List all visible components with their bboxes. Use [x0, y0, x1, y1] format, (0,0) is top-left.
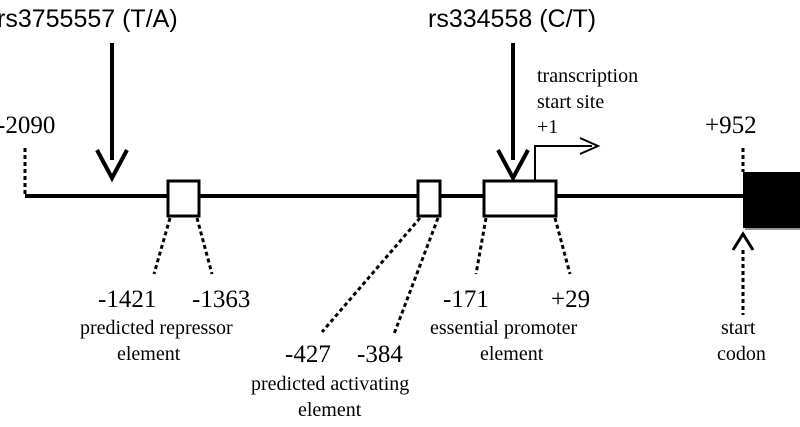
- repressor-label-line1: predicted repressor: [80, 317, 233, 339]
- activating-start-label: -427: [285, 341, 331, 368]
- promoter-element-box: [482, 179, 558, 218]
- coding-region-box: [743, 172, 800, 228]
- repressor-start-label: -1421: [98, 286, 156, 313]
- repressor-end-label: -1363: [192, 286, 250, 313]
- snp-left-label: rs3755557 (T/A): [0, 5, 178, 33]
- tss-label-line1: transcription: [537, 65, 638, 87]
- repressor-label-line2: element: [117, 343, 181, 365]
- snp-right-arrow: [496, 43, 530, 183]
- promoter-end-label: +29: [551, 286, 590, 313]
- activating-left-leader: [320, 217, 422, 333]
- promoter-start-label: -171: [443, 286, 489, 313]
- tss-label-line2: start site: [537, 91, 604, 113]
- upstream-end-label: -2090: [0, 112, 55, 139]
- activating-label-line2: element: [298, 399, 362, 421]
- start-codon-arrow: [731, 231, 755, 315]
- repressor-left-leader: [152, 217, 172, 275]
- promoter-right-leader: [553, 217, 572, 275]
- promoter-label-line1: essential promoter: [430, 317, 578, 339]
- activating-end-label: -384: [357, 341, 403, 368]
- tss-arrow: [534, 137, 601, 181]
- repressor-element-box: [166, 179, 201, 218]
- activating-label-line1: predicted activating: [251, 373, 409, 395]
- tss-label-line3: +1: [537, 116, 558, 138]
- snp-right-label: rs334558 (C/T): [428, 5, 596, 33]
- downstream-end-label: +952: [705, 112, 757, 139]
- promoter-label-line2: element: [480, 343, 544, 365]
- promoter-left-leader: [474, 217, 488, 275]
- snp-left-arrow: [95, 43, 129, 183]
- start-codon-label-line2: codon: [717, 343, 766, 365]
- start-codon-label-line1: start: [721, 317, 756, 339]
- repressor-right-leader: [195, 217, 214, 275]
- activating-element-box: [416, 179, 442, 218]
